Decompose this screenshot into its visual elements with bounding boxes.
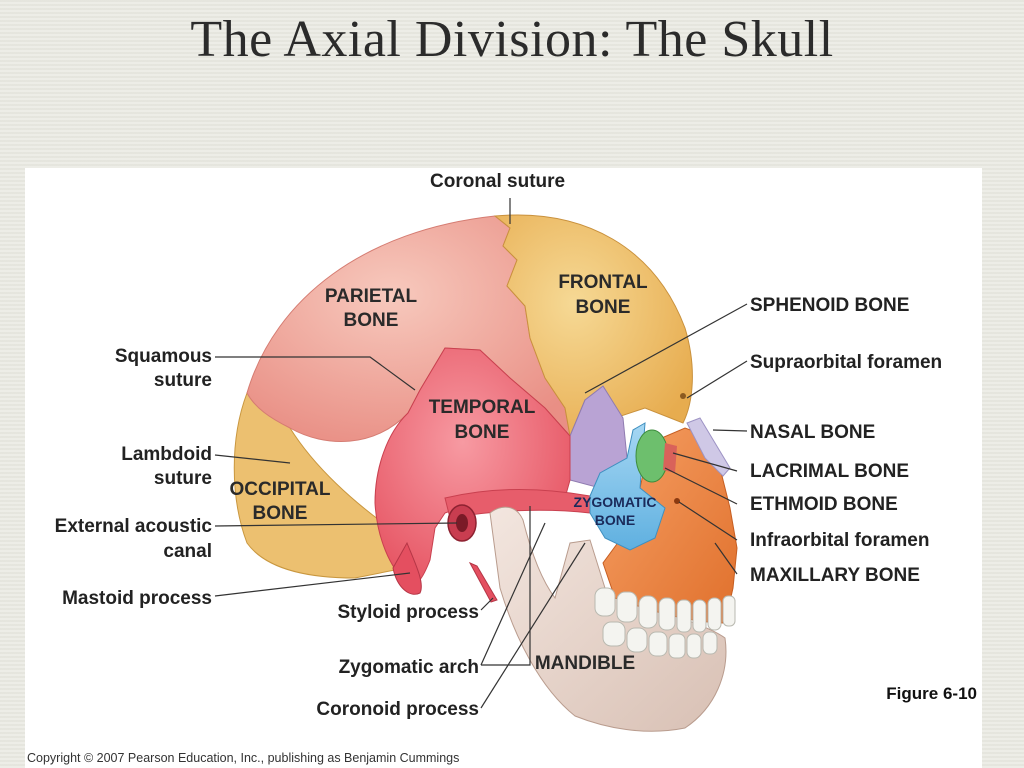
label-nasal-bone: NASAL BONE [750, 422, 875, 443]
label-styloid-process: Styloid process [338, 602, 480, 623]
styloid-process-shape [468, 561, 498, 603]
nasal-bone-shape [686, 417, 731, 477]
label-lacrimal-bone: LACRIMAL BONE [750, 461, 909, 482]
label-infraorbital-foramen: Infraorbital foramen [750, 530, 929, 551]
sphenoid-bone [569, 385, 628, 489]
label-temporal-bone-line1: TEMPORAL [429, 397, 536, 418]
label-external-acoustic-canal-line2: canal [163, 541, 212, 562]
orbit-ethmoid [635, 429, 669, 483]
label-frontal-bone-line1: FRONTAL [558, 272, 648, 293]
label-zygomatic-bone-line2: BONE [595, 512, 635, 528]
label-coronoid-process: Coronoid process [316, 699, 479, 720]
lacrimal-bone-shape [663, 443, 677, 473]
label-ethmoid-bone: ETHMOID BONE [750, 494, 898, 515]
label-occipital-bone-line1: OCCIPITAL [230, 479, 331, 500]
label-frontal-bone-line2: BONE [576, 297, 631, 318]
label-lambdoid-suture-line2: suture [154, 468, 212, 489]
copyright-notice: Copyright © 2007 Pearson Education, Inc.… [27, 751, 459, 765]
label-zygomatic-arch: Zygomatic arch [339, 657, 479, 678]
slide-title: The Axial Division: The Skull [190, 11, 834, 68]
label-parietal-bone-line1: PARIETAL [325, 286, 418, 307]
skull-figure-panel: Coronal suture PARIETAL BONE FRONTAL BON… [25, 168, 982, 768]
zygomatic-bone [589, 422, 666, 551]
label-supraorbital-foramen: Supraorbital foramen [750, 352, 942, 373]
label-zygomatic-bone-line1: ZYGOMATIC [574, 494, 657, 510]
label-coronal-suture: Coronal suture [430, 171, 565, 192]
label-maxillary-bone: MAXILLARY BONE [750, 565, 920, 586]
frontal-bone [493, 214, 693, 438]
label-squamous-suture-line1: Squamous [115, 346, 212, 367]
leader-lines [214, 198, 748, 709]
skull-illustration [233, 214, 738, 732]
occipital-bone [233, 392, 406, 579]
figure-number: Figure 6-10 [886, 684, 977, 703]
label-external-acoustic-canal-line1: External acoustic [55, 516, 213, 537]
label-sphenoid-bone: SPHENOID BONE [750, 295, 909, 316]
infraorbital-foramen-dot [674, 498, 680, 504]
label-parietal-bone-line2: BONE [344, 310, 399, 331]
supraorbital-foramen-dot [680, 393, 686, 399]
label-lambdoid-suture-line1: Lambdoid [121, 444, 212, 465]
label-occipital-bone-line2: BONE [253, 503, 308, 524]
label-squamous-suture-line2: suture [154, 370, 212, 391]
skull-diagram: Coronal suture PARIETAL BONE FRONTAL BON… [27, 171, 977, 765]
label-temporal-bone-line2: BONE [455, 422, 510, 443]
mandible-bone [489, 506, 727, 732]
diagram-labels: Coronal suture PARIETAL BONE FRONTAL BON… [27, 171, 977, 765]
label-mandible: MANDIBLE [535, 653, 635, 674]
teeth [594, 587, 736, 659]
mastoid-process-shape [392, 541, 422, 595]
label-mastoid-process: Mastoid process [62, 588, 212, 609]
